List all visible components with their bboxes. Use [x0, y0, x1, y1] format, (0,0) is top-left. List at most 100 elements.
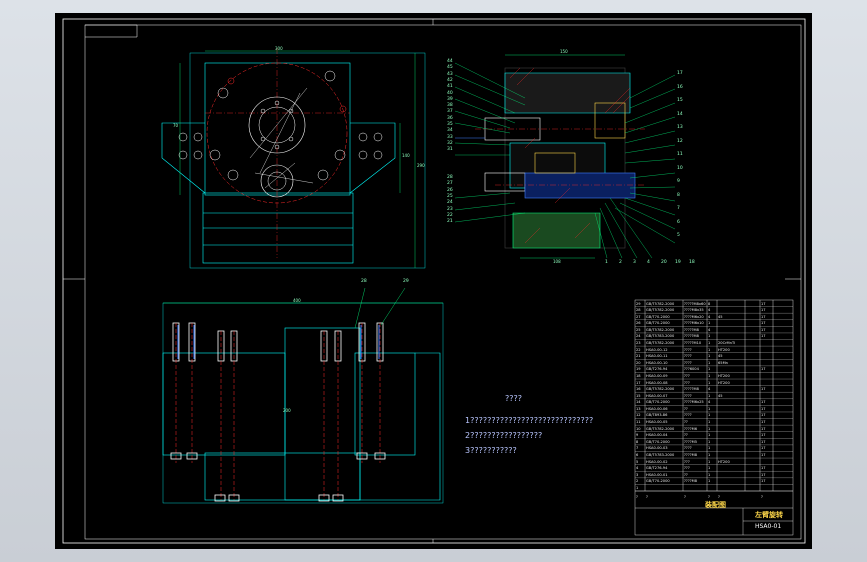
section-lower-left-callout-26: 26 [447, 187, 453, 193]
bom-cell-code: GB/T70-2000 [646, 400, 670, 405]
bom-cell-note: 17 [761, 413, 766, 418]
front-view-dim-side: 200 [283, 408, 291, 413]
section-lower-left-callout-28: 28 [447, 175, 453, 180]
bom-cell-no: 11 [636, 420, 641, 425]
section-left-callout-36: 36 [447, 115, 453, 121]
bom-cell-no: 5 [636, 459, 639, 464]
bom-table[interactable] [634, 299, 794, 536]
bom-header-cell: ? [761, 495, 763, 499]
bom-cell-code: GB/T276-94 [646, 367, 668, 372]
bom-cell-qty: 1 [708, 433, 711, 438]
section-left-callout-32: 32 [447, 140, 453, 146]
top-view[interactable] [161, 48, 426, 269]
bom-cell-note: 17 [761, 321, 766, 326]
bom-cell-note: 17 [761, 314, 766, 319]
bom-cell-name: ?????M8 [684, 387, 699, 392]
bom-cell-name: ???? [684, 393, 692, 398]
front-view[interactable] [162, 302, 444, 504]
section-right-callout-6: 6 [677, 219, 680, 225]
bom-cell-no: 16 [636, 387, 641, 392]
bom-cell-no: 2 [636, 479, 639, 484]
bom-cell-no: 12 [636, 413, 641, 418]
section-left-callout-42: 42 [447, 77, 453, 83]
section-left-callout-38: 38 [447, 103, 453, 109]
bom-cell-note: 17 [761, 387, 766, 392]
bom-cell-qty: 1 [708, 413, 711, 418]
bom-cell-code: HSA0-00-03 [646, 446, 668, 451]
bom-cell-name: ?????M8 [684, 327, 699, 332]
bom-cell-qty: 1 [708, 347, 711, 352]
bom-cell-qty: 4 [708, 314, 711, 319]
bom-cell-note: 17 [761, 420, 766, 425]
section-left-callout-39: 39 [447, 96, 453, 102]
bom-cell-note: 17 [761, 439, 766, 444]
bom-cell-name: ????M8x35 [684, 308, 704, 313]
section-right-callout-11: 11 [677, 152, 683, 157]
bom-cell-no: 14 [636, 400, 641, 405]
bom-cell-name: ?? [684, 433, 688, 438]
bom-cell-name: ?? [684, 406, 688, 411]
section-dim-bottom: 108 [553, 259, 561, 264]
bom-cell-note: 17 [761, 400, 766, 405]
bom-cell-name: ????M6x10 [684, 321, 704, 326]
bom-cell-qty: 1 [708, 334, 711, 339]
bom-cell-note: 17 [761, 426, 766, 431]
section-left-callout-43: 43 [447, 71, 453, 77]
bom-cell-qty: 1 [708, 472, 711, 477]
bom-cell-code: GB/T5782-2000 [646, 308, 675, 313]
bom-cell-no: 7 [636, 446, 639, 451]
front-view-callout-28: 28 [361, 279, 367, 284]
section-left-callout-41: 41 [447, 84, 453, 90]
section-bottom-callout-2: 2 [619, 260, 622, 265]
bom-cell-qty: 1 [708, 459, 711, 464]
top-view-dim-left: 70 [173, 123, 179, 128]
bom-cell-no: 22 [636, 347, 641, 352]
bom-header-cell: ? [708, 495, 710, 499]
section-bottom-callout-20: 20 [661, 260, 667, 265]
bom-cell-name: ???? [684, 354, 692, 359]
bom-cell-code: GB/T70-2000 [646, 439, 670, 444]
bom-cell-no: 9 [636, 433, 639, 438]
bom-cell-mat: HT200 [718, 380, 730, 385]
section-bottom-callout-3: 3 [633, 260, 636, 265]
bom-cell-code: GB/T5782-2000 [646, 327, 675, 332]
bom-cell-note: 17 [761, 367, 766, 372]
section-left-callout-34: 34 [447, 128, 453, 134]
bom-cell-no: 29 [636, 301, 641, 306]
bom-cell-name: ??? [684, 380, 690, 385]
bom-row-lines [635, 306, 793, 492]
bom-cell-qty: 1 [708, 479, 711, 484]
section-right-callout-17: 17 [677, 71, 683, 76]
bom-cell-code: GB/T5782-2000 [646, 301, 675, 306]
bom-cell-name: ????M6 [684, 426, 698, 431]
bom-cell-name: ???6004 [684, 367, 699, 372]
section-bottom-callout-19: 19 [675, 260, 681, 265]
section-bottom-callout-1: 1 [605, 260, 608, 265]
top-view-dim-width: 300 [275, 46, 283, 51]
section-view[interactable] [455, 54, 645, 259]
bom-cell-code: HSA0-00-06 [646, 406, 668, 411]
bom-cell-mat: HT200 [718, 373, 730, 378]
bom-cell-code: HSA0-00-01 [646, 472, 668, 477]
section-left-callout-37: 37 [447, 109, 453, 115]
bom-cell-mat: HT200 [718, 459, 730, 464]
bom-cell-code: GB/T5782-2000 [646, 341, 675, 346]
bom-cell-code: GB/T5782-2000 [646, 426, 675, 431]
bom-cell-code: GB/T5783-2000 [646, 334, 675, 339]
bom-cell-no: 4 [636, 466, 639, 471]
bom-cell-qty: 1 [708, 452, 711, 457]
top-view-dim-right: 140 [402, 153, 410, 158]
section-left-callout-44: 44 [447, 59, 453, 64]
bom-cell-no: 8 [636, 439, 639, 444]
bom-cell-mat: HT200 [718, 347, 730, 352]
bom-cell-no: 3 [636, 472, 639, 477]
bom-cell-note: 17 [761, 334, 766, 339]
bom-cell-no: 23 [636, 341, 641, 346]
section-hatching [509, 67, 631, 244]
section-right-callout-9: 9 [677, 179, 680, 184]
bom-cell-no: 18 [636, 373, 641, 378]
bom-cell-qty: 1 [708, 439, 711, 444]
section-lower-left-callout-22: 22 [447, 212, 453, 218]
